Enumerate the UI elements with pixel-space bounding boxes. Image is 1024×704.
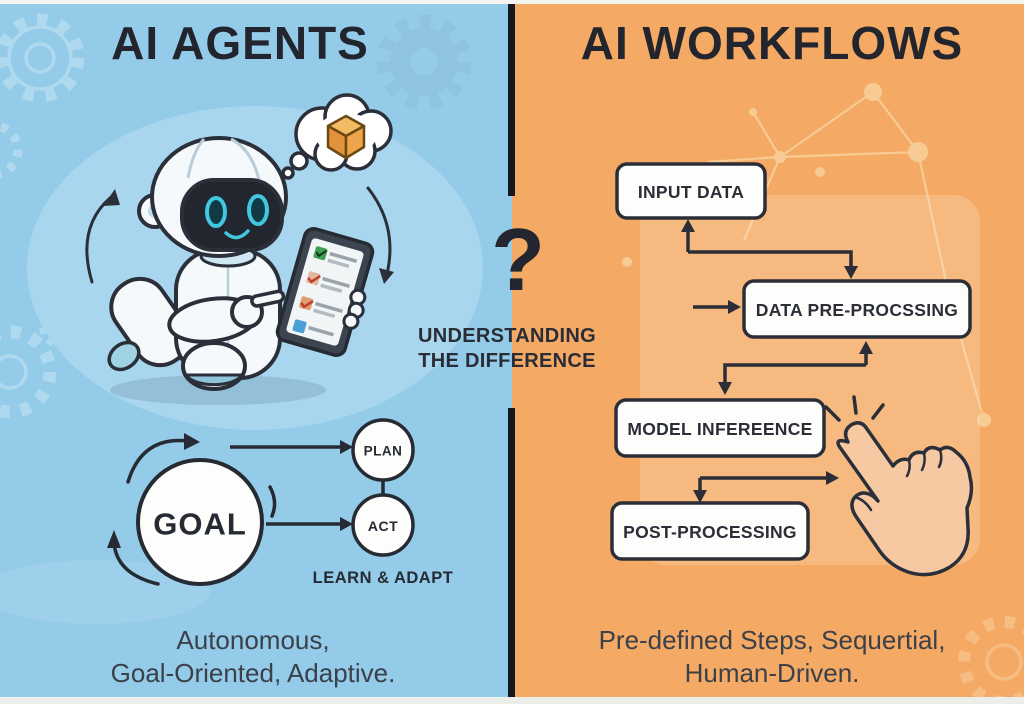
left-caption-line2: Goal-Oriented, Adaptive. [110,658,396,688]
plan-circle [351,418,415,482]
goal-label: GOAL [153,507,247,542]
gear-icon [0,13,85,178]
flow-step-model-inference: MODEL INFEREENCE [614,398,826,458]
right-panel-ai-workflows: INPUT DATA DATA PRE-PROCSSING MODEL INFE… [512,0,1024,704]
bottom-edge-strip [0,697,1024,704]
flow-step-label: INPUT DATA [638,182,744,202]
center-subtitle: UNDERSTANDING THE DIFFERENCE [404,324,610,374]
cube-icon [326,114,366,160]
arrow-connector [230,440,353,531]
arrow-connector [681,219,873,503]
flow-step-label: MODEL INFEREENCE [627,419,812,439]
cycle-arrows-icon [85,186,394,284]
right-title: AI WORKFLOWS [580,17,964,69]
left-title: AI AGENTS [111,17,369,69]
robot-illustration [107,136,326,405]
cycle-arrows-icon [107,433,277,586]
top-edge-strip [0,0,1024,4]
divider-line [508,408,515,697]
left-caption-line1: Autonomous, [176,625,330,655]
flow-step-post-processing: POST-PROCESSING [610,501,810,561]
center-subtitle-line2: THE DIFFERENCE [418,350,596,372]
right-caption: Pre-defined Steps, Sequertial, Human-Dri… [522,624,1022,690]
divider-line [508,4,515,196]
plan-label: PLAN [364,444,403,459]
act-circle [351,493,415,557]
right-caption-line2: Human-Driven. [684,658,860,688]
left-illustration: GOAL PLAN ACT LEARN & ADAPT [0,13,483,624]
gear-icon [958,616,1024,704]
hand-cursor-icon [824,395,974,577]
act-label: ACT [368,518,398,534]
goal-circle [136,458,264,586]
goal-plan-act-diagram: GOAL PLAN ACT LEARN & ADAPT [107,418,454,587]
constellation-decoration [622,83,991,427]
flow-step-input-data: INPUT DATA [615,162,767,220]
backdrop-swoosh [0,560,210,624]
question-mark: ? [491,210,545,309]
thought-bubble-icon [281,93,393,180]
flow-step-data-pre-processing: DATA PRE-PROCSSING [742,279,972,339]
left-panel-ai-agents: GOAL PLAN ACT LEARN & ADAPT [0,13,483,624]
gear-icon [376,14,472,110]
left-caption: Autonomous, Goal-Oriented, Adaptive. [8,624,498,690]
flow-step-label: POST-PROCESSING [623,522,797,542]
checklist-tablet-icon [275,226,375,358]
learn-adapt-label: LEARN & ADAPT [313,569,454,587]
right-caption-line1: Pre-defined Steps, Sequertial, [598,625,946,655]
center-subtitle-line1: UNDERSTANDING [418,325,596,347]
flow-step-label: DATA PRE-PROCSSING [756,300,958,320]
right-illustration: INPUT DATA DATA PRE-PROCSSING MODEL INFE… [610,83,1024,704]
